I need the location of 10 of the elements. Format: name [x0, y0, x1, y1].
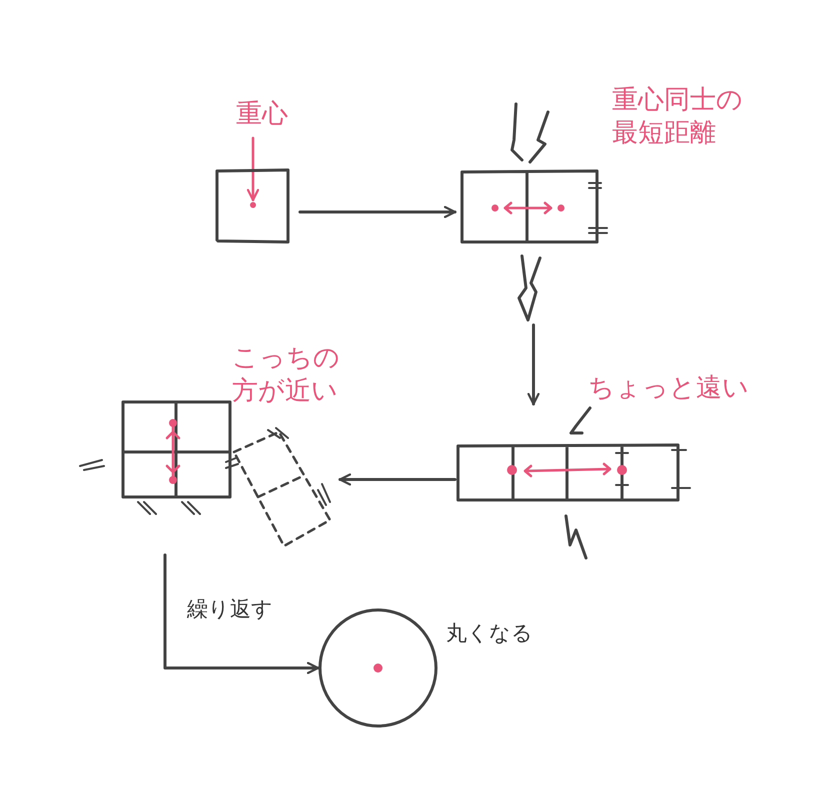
annotation-text: 丸くなる [446, 620, 534, 646]
leader-line [246, 136, 260, 202]
arrow [298, 206, 456, 218]
arrow [164, 554, 320, 674]
arrow [527, 324, 540, 406]
arrow [338, 473, 456, 486]
annotation-text: 重心同士の最短距離 [612, 84, 744, 149]
annotation-text: こっちの方が近い [232, 342, 341, 407]
annotation-text: 重心 [236, 98, 289, 130]
annotation-text: ちょっと遠い [588, 372, 750, 404]
